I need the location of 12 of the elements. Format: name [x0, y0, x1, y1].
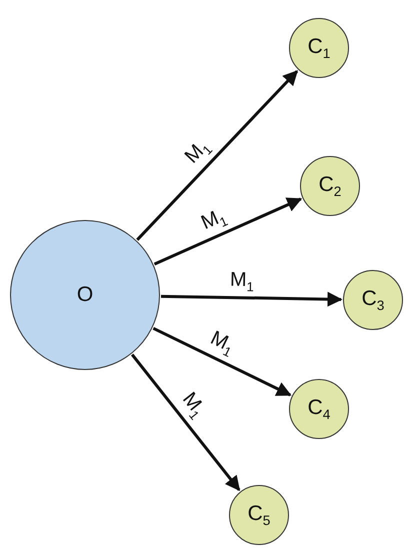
node-label: C$_{2}$: [318, 172, 342, 200]
arrow: [152, 326, 292, 396]
node-label: O: [76, 283, 94, 307]
node-label: C$_{5}$: [248, 502, 270, 528]
arrow: [154, 198, 302, 266]
node-label: C$_{1}$: [308, 34, 330, 62]
arrow: [160, 292, 342, 307]
arrow: [130, 354, 240, 492]
node-label: C$_{3}$: [362, 286, 384, 314]
edge-label: M$_{1}$: [230, 269, 254, 294]
node-label: C$_{4}$: [308, 396, 330, 422]
arrow: [136, 70, 298, 241]
